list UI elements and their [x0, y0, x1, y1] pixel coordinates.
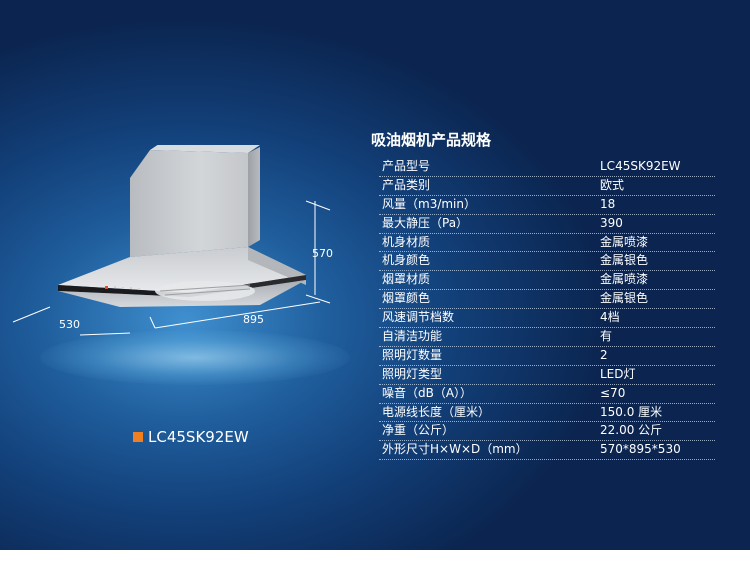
dimension-height-label: 570 — [312, 247, 333, 260]
spec-row: 净重（公斤） 22.00 公斤 — [379, 422, 715, 442]
spec-value: 欧式 — [600, 177, 625, 192]
spec-key: 外形尺寸H×W×D（mm） — [382, 442, 528, 457]
spec-row: 产品型号 LC45SK92EW — [379, 158, 715, 177]
spec-row: 照明灯数量 2 — [379, 347, 715, 366]
model-caption: LC45SK92EW — [133, 428, 249, 446]
spec-value: 4档 — [600, 310, 620, 325]
spec-key: 照明灯数量 — [382, 347, 443, 362]
spec-key: 产品型号 — [382, 159, 431, 173]
spec-key: 噪音（dB（A）） — [382, 385, 473, 400]
spec-value: 570*895*530 — [600, 442, 681, 457]
dimension-depth-label: 530 — [59, 318, 80, 331]
spec-key: 产品类别 — [382, 177, 431, 192]
bottom-margin — [0, 550, 750, 566]
spec-row: 噪音（dB（A）） ≤70 — [379, 385, 715, 404]
spec-value: ≤70 — [600, 385, 626, 400]
spec-row: 外形尺寸H×W×D（mm） 570*895*530 — [379, 441, 715, 461]
spec-row: 风量（m3/min） 18 — [379, 196, 715, 215]
product-banner: 570 895 530 LC45SK92EW 吸油烟机产品规格 产品型号 LC45… — [0, 0, 750, 550]
spec-key: 净重（公斤） — [382, 423, 455, 438]
spec-key: 机身颜色 — [382, 253, 431, 268]
spec-title: 吸油烟机产品规格 — [371, 131, 492, 149]
spec-key: 机身材质 — [382, 234, 431, 249]
spec-row: 自清洁功能 有 — [379, 328, 715, 347]
spec-key: 自清洁功能 — [382, 329, 443, 344]
spec-value: 有 — [600, 329, 613, 344]
spec-row: 机身颜色 金属银色 — [379, 252, 715, 272]
spec-row: 风速调节档数 4档 — [379, 309, 715, 329]
model-caption-text: LC45SK92EW — [148, 428, 249, 446]
spec-value: 金属喷漆 — [600, 234, 649, 249]
spec-key: 风量（m3/min） — [382, 196, 476, 211]
spec-row: 机身材质 金属喷漆 — [379, 234, 715, 253]
spec-key: 烟罩材质 — [382, 272, 431, 287]
spec-value: 18 — [600, 196, 616, 211]
spec-row: 照明灯类型 LED灯 — [379, 366, 715, 385]
spec-value: 金属喷漆 — [600, 272, 649, 287]
spec-value: LC45SK92EW — [600, 159, 681, 173]
spec-row: 最大静压（Pa） 390 — [379, 215, 715, 234]
spec-row: 烟罩颜色 金属银色 — [379, 290, 715, 310]
spec-table: 产品型号 LC45SK92EW 产品类别 欧式 风量（m3/min） 18 最大静压（… — [379, 158, 715, 461]
spec-row: 烟罩材质 金属喷漆 — [379, 271, 715, 291]
spec-value: 金属银色 — [600, 291, 649, 306]
range-hood-illustration — [12, 145, 331, 336]
spec-value: 22.00 公斤 — [600, 423, 663, 438]
spec-key: 电源线长度（厘米） — [382, 404, 491, 419]
dimension-width-label: 895 — [243, 313, 264, 326]
spec-key: 烟罩颜色 — [382, 291, 431, 306]
caption-marker-icon — [133, 432, 143, 442]
spec-key: 照明灯类型 — [382, 366, 443, 381]
spec-value: 150.0 厘米 — [600, 404, 663, 419]
spec-value: LED灯 — [600, 366, 636, 381]
spec-key: 最大静压（Pa） — [382, 215, 469, 230]
spec-row: 电源线长度（厘米） 150.0 厘米 — [379, 404, 715, 423]
spec-row: 产品类别 欧式 — [379, 177, 715, 196]
spec-value: 390 — [600, 215, 623, 230]
floor-glow — [40, 330, 350, 385]
spec-value: 金属银色 — [600, 253, 649, 268]
spec-key: 风速调节档数 — [382, 310, 455, 325]
spec-value: 2 — [600, 347, 608, 362]
